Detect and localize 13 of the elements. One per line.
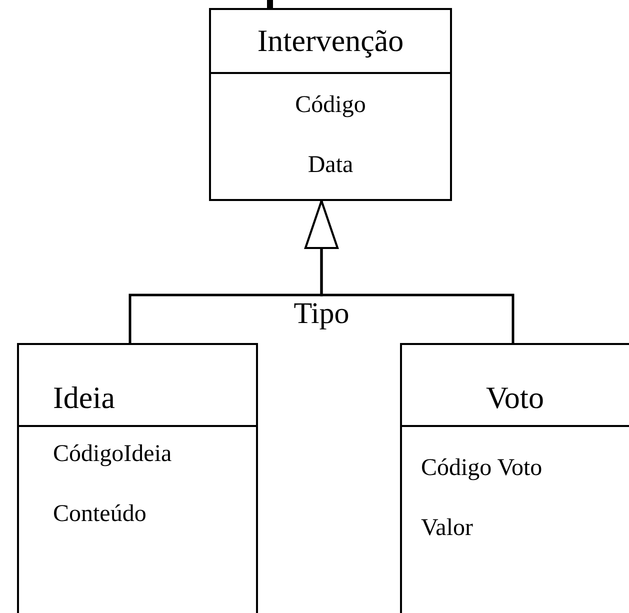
attribute-name: Conteúdo bbox=[53, 501, 146, 528]
generalization-arrow bbox=[304, 200, 514, 343]
class-box bbox=[400, 343, 629, 613]
class-name: Intervenção bbox=[257, 24, 404, 58]
class-box bbox=[17, 343, 258, 613]
class-box bbox=[209, 8, 452, 201]
attribute-name: Código bbox=[295, 92, 366, 118]
class-name: Ideia bbox=[53, 381, 115, 416]
attribute-name: Código Voto bbox=[421, 455, 542, 482]
attribute-name: Data bbox=[308, 152, 354, 178]
attribute-name: CódigoIdeia bbox=[53, 441, 172, 468]
attribute-name: Valor bbox=[421, 515, 473, 542]
class-name: Voto bbox=[486, 381, 544, 416]
